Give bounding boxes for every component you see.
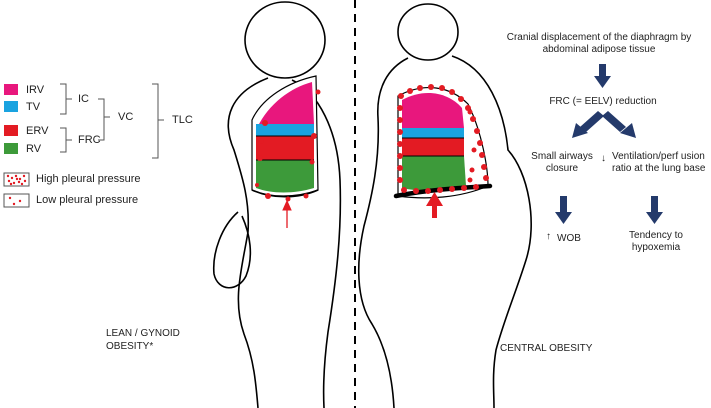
central-obesity-caption: CENTRAL OBESITY — [500, 343, 593, 354]
irv-label: IRV — [26, 84, 45, 96]
flow-hypoxemia-text: Tendency to hypoxemia — [629, 230, 683, 253]
legend-brackets — [60, 83, 164, 159]
obese-tv-region — [402, 128, 464, 138]
legend-erv: ERV — [0, 125, 60, 138]
frc-label: FRC — [78, 134, 101, 146]
legend-rv: RV — [0, 143, 60, 156]
tv-swatch — [4, 101, 18, 112]
flow-wob-text: WOB — [557, 233, 581, 244]
low-pressure-box — [3, 193, 30, 208]
low-pressure-label: Low pleural pressure — [36, 194, 139, 206]
obese-diaphragm-arrow — [426, 192, 443, 218]
arrow-frc-to-vq — [602, 111, 636, 138]
tv-label: TV — [26, 101, 41, 113]
central-obesity-lung — [393, 84, 493, 218]
central-obesity-silhouette — [358, 3, 532, 408]
flow-top-text: Cranial displacement of the diaphragm by… — [506, 32, 692, 55]
pressure-legend-boxes — [3, 172, 30, 208]
lean-erv-region — [256, 136, 314, 160]
flow-airways-text: Small airways closure — [531, 151, 593, 174]
lean-rv-region — [256, 160, 314, 193]
lean-diaphragm-arrow — [282, 199, 292, 228]
flow-vq-text: Ventilation/perf usion ratio at the lung… — [612, 151, 706, 174]
rv-label: RV — [26, 143, 42, 155]
obese-erv-region — [402, 138, 464, 156]
arrow-top-to-frc — [594, 64, 611, 88]
arrow-frc-to-airways — [572, 111, 604, 138]
arrow-airways-to-wob — [555, 196, 572, 224]
lean-irv-region — [256, 82, 314, 130]
high-pressure-label: High pleural pressure — [36, 173, 141, 185]
lean-silhouette — [212, 1, 342, 408]
obese-irv-region — [402, 93, 464, 128]
erv-swatch — [4, 125, 18, 136]
vc-label: VC — [118, 111, 134, 123]
lean-pleural-dots — [255, 89, 321, 202]
lean-diaphragm — [251, 189, 319, 198]
down-arrow-symbol: ↓ — [601, 153, 606, 164]
obese-rv-region — [402, 156, 466, 191]
arrow-vq-to-hypoxemia — [646, 196, 663, 224]
lean-caption: LEAN / GYNOID OBESITY* — [106, 328, 180, 352]
obese-pleural-dots — [397, 84, 489, 194]
irv-swatch — [4, 84, 18, 95]
legend-tv: TV — [0, 101, 60, 114]
erv-label: ERV — [26, 125, 49, 137]
lean-lung — [251, 75, 321, 228]
rv-swatch — [4, 143, 18, 154]
tlc-label: TLC — [172, 114, 193, 126]
up-arrow-symbol: ↑ — [546, 231, 551, 242]
flow-frc-text: FRC (= EELV) reduction — [549, 96, 657, 107]
ic-label: IC — [78, 93, 89, 105]
lean-tv-region — [256, 124, 314, 136]
flow-arrows — [555, 64, 663, 224]
legend-irv: IRV — [0, 84, 60, 97]
